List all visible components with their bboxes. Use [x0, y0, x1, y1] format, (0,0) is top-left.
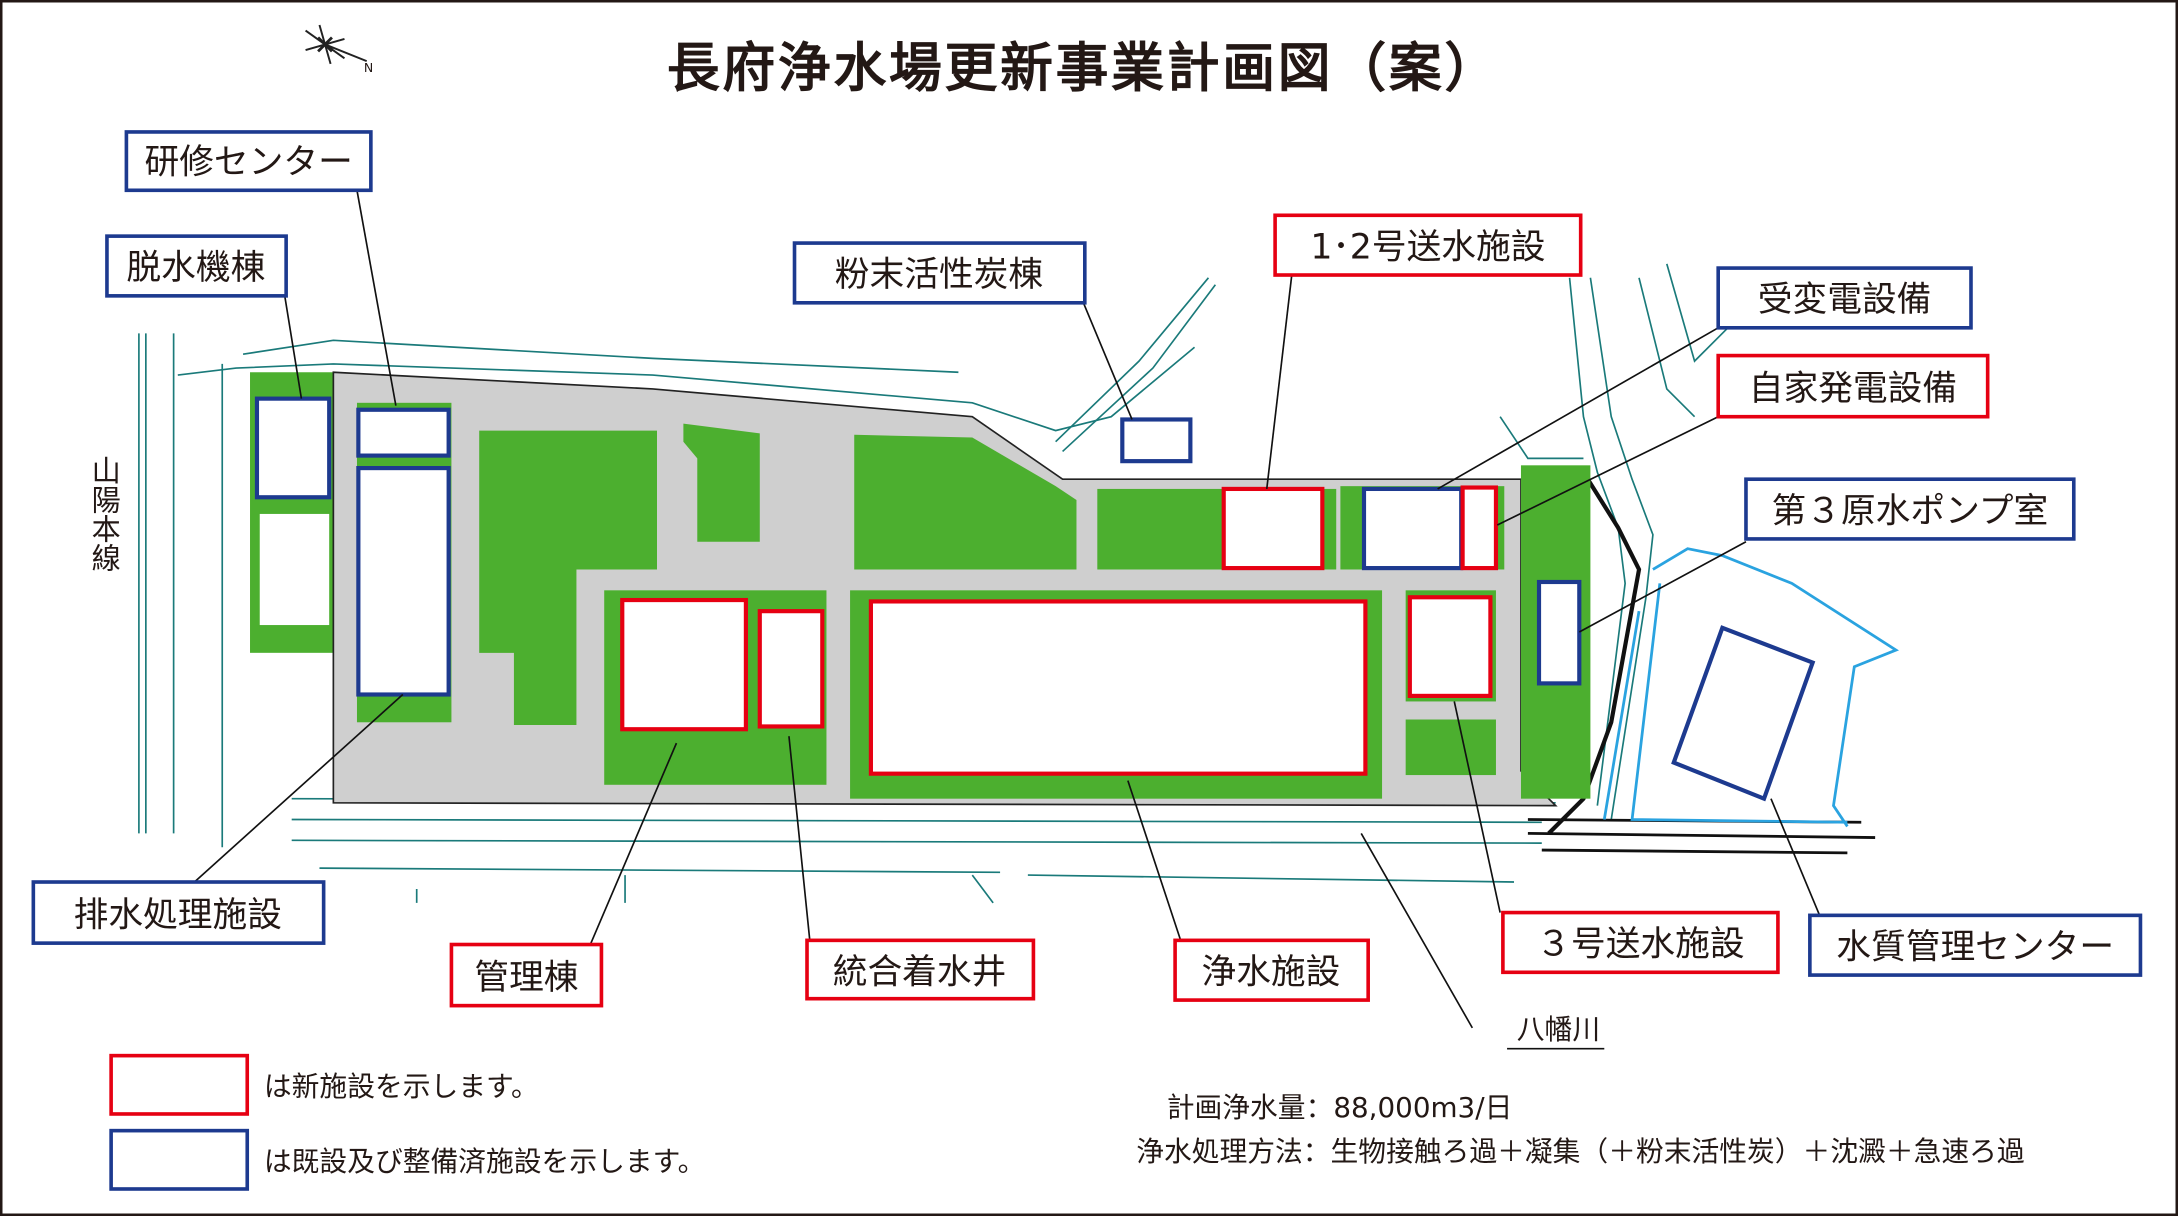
- river-label: 八幡川: [1517, 1013, 1600, 1046]
- label-raw-pump-3[interactable]: 第３原水ポンプ室: [1744, 477, 2076, 541]
- legend-swatch-new: [109, 1053, 250, 1116]
- label-receiving-well[interactable]: 統合着水井: [805, 938, 1036, 1001]
- label-text: 水質管理センター: [1836, 927, 2114, 967]
- legend-swatch-existing: [109, 1128, 250, 1191]
- label-pump-1-2[interactable]: 1･2号送水施設: [1273, 213, 1583, 277]
- green-area: [479, 430, 657, 726]
- legend-new-text: は新施設を示します。: [264, 1070, 539, 1103]
- building-raw-pump-3[interactable]: [1536, 579, 1582, 686]
- building-white: [259, 513, 330, 626]
- legend-existing-text: は既設及び整備済施設を示します。: [264, 1145, 705, 1178]
- label-text: 粉末活性炭棟: [835, 255, 1043, 295]
- label-training-center[interactable]: 研修センター: [124, 130, 373, 193]
- label-purification[interactable]: 浄水施設: [1173, 938, 1370, 1002]
- building-drainage[interactable]: [356, 466, 451, 697]
- building-generator[interactable]: [1460, 485, 1499, 571]
- label-substation[interactable]: 受変電設備: [1716, 266, 1973, 330]
- building-dewatering[interactable]: [254, 396, 332, 500]
- label-drainage[interactable]: 排水処理施設: [31, 880, 326, 945]
- label-quality-center[interactable]: 水質管理センター: [1808, 913, 2143, 977]
- label-text: 統合着水井: [833, 952, 1007, 992]
- building-purification[interactable]: [868, 599, 1368, 776]
- building-pump-1-2[interactable]: [1221, 486, 1325, 571]
- building-admin[interactable]: [620, 597, 748, 732]
- green-area: [854, 434, 1077, 570]
- label-activated-carbon[interactable]: 粉末活性炭棟: [792, 241, 1087, 305]
- label-text: ３号送水施設: [1536, 925, 1744, 965]
- compass-icon: N: [305, 24, 373, 75]
- label-text: 脱水機棟: [126, 248, 265, 288]
- building-quality-center[interactable]: [1671, 625, 1816, 802]
- label-text: 研修センター: [144, 143, 352, 183]
- leader-lines: [193, 190, 1821, 1050]
- label-admin[interactable]: 管理棟: [449, 942, 604, 1008]
- building-activated-carbon[interactable]: [1120, 417, 1193, 464]
- svg-text:N: N: [364, 60, 373, 75]
- label-generator[interactable]: 自家発電設備: [1716, 353, 1990, 419]
- label-text: 自家発電設備: [1749, 369, 1957, 409]
- label-text: 1･2号送水施設: [1310, 227, 1545, 267]
- capacity-note: 計画浄水量：88,000m3/日: [1167, 1091, 1513, 1124]
- green-area: [1405, 719, 1496, 776]
- green-area: [683, 423, 760, 542]
- label-text: 排水処理施設: [74, 895, 282, 935]
- label-text: 第３原水ポンプ室: [1772, 491, 2049, 531]
- label-text: 受変電設備: [1758, 280, 1932, 320]
- label-pump-3[interactable]: ３号送水施設: [1501, 910, 1780, 975]
- label-dewatering[interactable]: 脱水機棟: [105, 234, 288, 298]
- railway-label: 山陽本線: [87, 456, 121, 573]
- building-substation[interactable]: [1361, 486, 1464, 571]
- building-receiving-well[interactable]: [757, 609, 825, 729]
- label-text: 浄水施設: [1201, 952, 1340, 992]
- building-pump-3[interactable]: [1407, 595, 1493, 698]
- page-title: 長府浄水場更新事業計画図（案）: [667, 38, 1500, 99]
- method-note: 浄水処理方法：生物接触ろ過＋凝集（＋粉末活性炭）＋沈澱＋急速ろ過: [1136, 1135, 2025, 1168]
- river-cyan-lines: [1602, 547, 1900, 828]
- label-text: 管理棟: [474, 958, 578, 998]
- building-training-center[interactable]: [356, 407, 451, 458]
